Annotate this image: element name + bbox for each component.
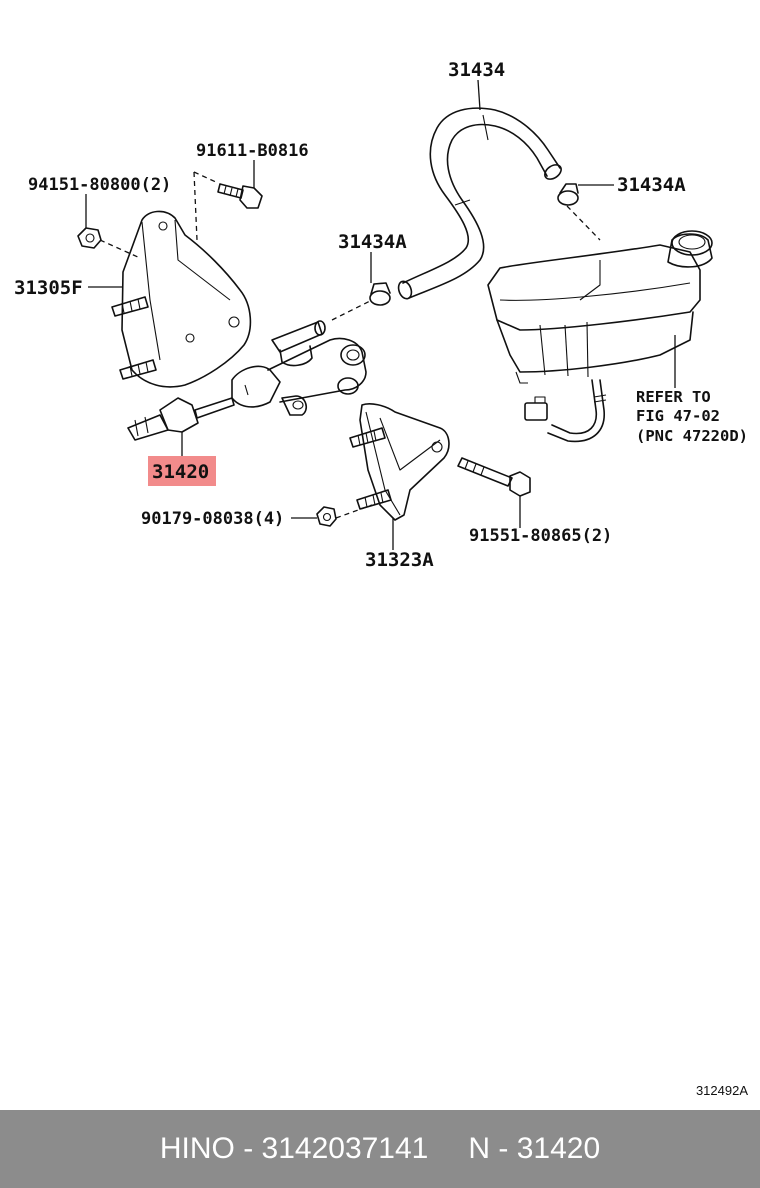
label-nut-top: 94151-80800(2) [28,175,171,195]
label-bolt-top: 91611-B0816 [196,141,309,161]
leader-lines [85,79,676,550]
bolt-91611 [217,183,263,209]
clamp-right [557,183,579,206]
master-cylinder-31420 [127,320,367,441]
reservoir-tank [487,230,713,443]
hose-31434 [397,107,562,300]
refer-line-1: REFER TO [636,388,711,406]
label-bracket-left: 31305F [14,277,83,299]
clamp-left [369,282,391,306]
label-nut-bottom: 90179-08038(4) [141,509,284,529]
label-highlight [148,456,216,486]
label-bracket-bottom: 31323A [365,549,434,571]
nut-94151 [77,227,102,249]
label-clamp-right: 31434A [617,174,686,196]
footer-part-number: HINO - 3142037141 [159,1132,429,1165]
label-hose: 31434 [448,59,505,81]
nut-90179 [316,506,337,527]
parts-diagram: 31434 31434A 31434A 91611-B0816 94151-80… [14,59,748,571]
bolt-91551 [457,457,531,497]
label-bolt-right: 91551-80865(2) [469,526,612,546]
label-master-cylinder: 31420 [152,461,209,483]
label-clamp-left: 31434A [338,231,407,253]
footer-bar: HINO - 3142037141 N - 31420 [0,1110,760,1188]
figure-code: 312492A [695,1083,748,1098]
bracket-31323a [349,403,450,521]
refer-line-3: (PNC 47220D) [636,427,748,445]
refer-line-2: FIG 47-02 [636,407,720,425]
footer-pnc: N - 31420 [468,1132,601,1165]
bracket-31305f [111,210,252,388]
